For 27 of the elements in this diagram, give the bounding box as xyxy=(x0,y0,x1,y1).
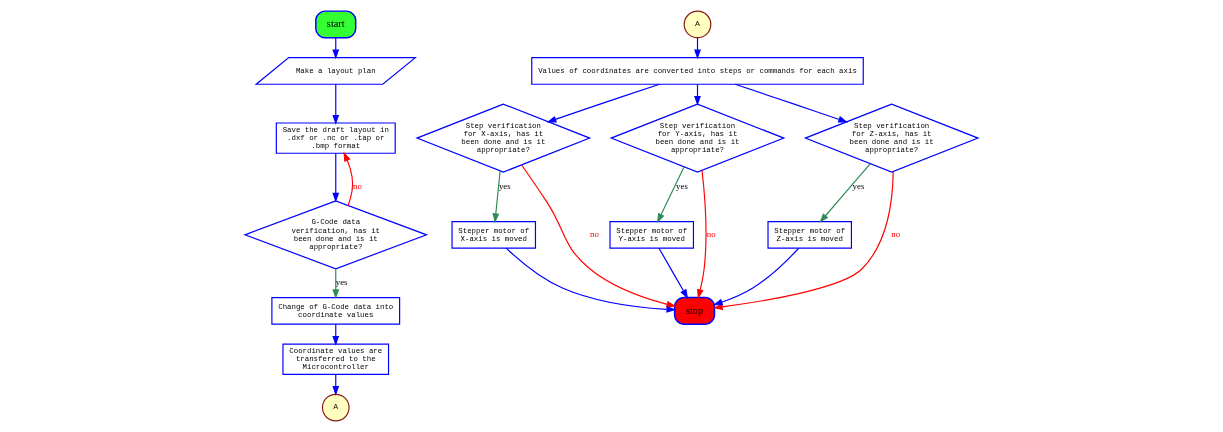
arrow xyxy=(332,268,340,300)
node-box: stop xyxy=(673,296,716,325)
edge-label: no xyxy=(590,229,599,240)
arrow xyxy=(332,83,340,125)
node-box: start xyxy=(315,10,357,39)
edge-label: no xyxy=(353,180,362,191)
node-circle: A xyxy=(321,393,350,422)
edge-label: yes xyxy=(498,180,511,191)
arrow xyxy=(658,247,689,299)
node-circle: A xyxy=(683,10,712,39)
edge-label: yes xyxy=(335,277,348,288)
arrow xyxy=(521,164,677,308)
arrow xyxy=(332,152,340,203)
arrow xyxy=(734,83,848,123)
edge-label: yes xyxy=(676,180,688,191)
edge-label: no xyxy=(706,229,716,240)
arrow xyxy=(697,169,707,299)
arrow xyxy=(819,163,871,223)
arrow xyxy=(546,83,661,123)
arrow xyxy=(712,247,800,306)
edge-label: no xyxy=(891,229,901,240)
arrow xyxy=(492,170,501,224)
edge-label: yes xyxy=(852,180,865,191)
arrow xyxy=(657,166,685,224)
arrow xyxy=(713,171,894,311)
arrow xyxy=(343,151,354,207)
arrow xyxy=(505,247,677,313)
